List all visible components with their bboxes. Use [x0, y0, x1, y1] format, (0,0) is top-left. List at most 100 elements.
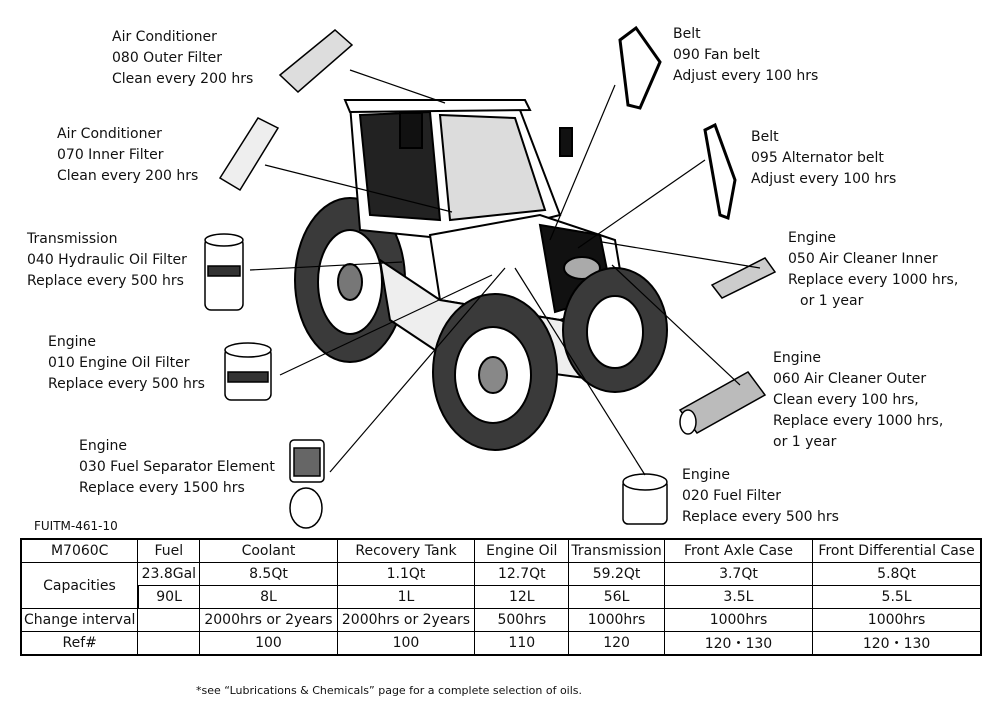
table-cell: 5.8Qt	[812, 562, 983, 586]
table-cell: 1.1Qt	[336, 562, 476, 586]
callout-category: Belt	[751, 129, 779, 145]
callout-part: 020 Fuel Filter	[682, 488, 781, 504]
callout-part: 060 Air Cleaner Outer	[773, 371, 927, 387]
callout-air-cleaner-inner: Engine 050 Air Cleaner Inner Replace eve…	[788, 228, 958, 312]
table-cell: 100	[199, 631, 338, 656]
callout-category: Belt	[673, 26, 701, 42]
callout-interval: Replace every 500 hrs	[48, 376, 205, 392]
part-alternator-belt-icon	[703, 122, 737, 221]
table-cell: 1L	[336, 585, 476, 609]
part-inner-filter-icon	[218, 117, 280, 192]
table-header-row: M7060C Fuel Coolant Recovery Tank Engine…	[20, 538, 983, 563]
table-cell: 5.5L	[812, 585, 983, 609]
callout-interval: Replace every 500 hrs	[682, 509, 839, 525]
part-fuel-filter-icon	[622, 473, 668, 525]
callout-interval-cont: or 1 year	[800, 293, 864, 309]
part-fan-belt-icon	[618, 25, 662, 110]
table-cell: 90L	[136, 585, 201, 609]
table-row-capacities-us: Capacities 23.8Gal 8.5Qt 1.1Qt 12.7Qt 59…	[20, 562, 983, 609]
callout-category: Engine	[79, 438, 127, 454]
callout-interval: Replace every 1500 hrs	[79, 480, 245, 496]
callout-interval: Adjust every 100 hrs	[673, 68, 819, 84]
row-label-capacities: Capacities	[20, 562, 139, 609]
callout-ac-inner-filter: Air Conditioner 070 Inner Filter Clean e…	[57, 124, 198, 187]
header-front-axle-case: Front Axle Case	[663, 538, 814, 563]
table-cell	[137, 631, 201, 656]
callout-interval-cont: Replace every 1000 hrs,	[773, 413, 944, 429]
table-cell: 12L	[474, 585, 570, 609]
header-fuel: Fuel	[137, 538, 201, 563]
table-cell	[137, 608, 201, 632]
table-cell: 23.8Gal	[137, 562, 201, 586]
table-cell: 120・130	[812, 631, 983, 656]
part-air-cleaner-inner-icon	[710, 257, 777, 299]
table-cell: 56L	[568, 585, 665, 609]
table-row-capacities-metric: 90L 8L 1L 12L 56L 3.5L 5.5L	[21, 585, 983, 609]
table-row-ref: Ref# 100 100 110 120 120・130 120・130	[20, 631, 983, 656]
table-cell: 1000hrs	[812, 608, 983, 632]
callout-air-cleaner-outer: Engine 060 Air Cleaner Outer Clean every…	[773, 348, 943, 453]
callout-category: Engine	[773, 350, 821, 366]
callout-category: Air Conditioner	[57, 126, 162, 142]
table-cell: 500hrs	[474, 608, 570, 632]
callout-part: 030 Fuel Separator Element	[79, 459, 275, 475]
footnote: *see “Lubrications & Chemicals” page for…	[196, 684, 583, 697]
table-cell: 120・130	[663, 631, 814, 656]
callout-fuel-filter: Engine 020 Fuel Filter Replace every 500…	[682, 465, 839, 528]
callout-interval: Replace every 500 hrs	[27, 273, 184, 289]
callout-ac-outer-filter: Air Conditioner 080 Outer Filter Clean e…	[112, 27, 253, 90]
table-cell: 1000hrs	[663, 608, 814, 632]
callout-part: 070 Inner Filter	[57, 147, 164, 163]
callout-alternator-belt: Belt 095 Alternator belt Adjust every 10…	[751, 127, 896, 190]
callout-interval: Clean every 100 hrs,	[773, 392, 919, 408]
table-row-change-interval: Change interval 2000hrs or 2years 2000hr…	[20, 608, 983, 632]
callout-category: Transmission	[27, 231, 118, 247]
callout-interval: Clean every 200 hrs	[112, 71, 254, 87]
table-cell: 59.2Qt	[568, 562, 665, 586]
table-cell: 1000hrs	[568, 608, 665, 632]
table-cell: 120	[568, 631, 665, 656]
table-cell: 2000hrs or 2years	[199, 608, 338, 632]
callout-interval-cont: or 1 year	[773, 434, 837, 450]
table-cell: 3.5L	[663, 585, 814, 609]
header-transmission: Transmission	[568, 538, 665, 563]
callout-engine-oil-filter: Engine 010 Engine Oil Filter Replace eve…	[48, 332, 205, 395]
callout-hydraulic-oil-filter: Transmission 040 Hydraulic Oil Filter Re…	[27, 229, 187, 292]
callout-part: 080 Outer Filter	[112, 50, 223, 66]
callout-interval: Clean every 200 hrs	[57, 168, 199, 184]
header-front-differential-case: Front Differential Case	[812, 538, 983, 563]
tractor-diagram	[204, 25, 777, 529]
callout-part: 095 Alternator belt	[751, 150, 884, 166]
part-hydraulic-filter-icon	[204, 233, 244, 311]
callout-part: 040 Hydraulic Oil Filter	[27, 252, 187, 268]
callout-interval: Adjust every 100 hrs	[751, 171, 897, 187]
callout-fuel-separator: Engine 030 Fuel Separator Element Replac…	[79, 436, 275, 499]
header-coolant: Coolant	[199, 538, 338, 563]
part-outer-filter-icon	[278, 29, 354, 94]
table-cell: 3.7Qt	[663, 562, 814, 586]
table-cell: 12.7Qt	[474, 562, 570, 586]
callout-category: Air Conditioner	[112, 29, 217, 45]
table-cell: 8.5Qt	[199, 562, 338, 586]
part-oil-filter-icon	[224, 342, 272, 401]
leader-lines	[249, 69, 761, 476]
header-recovery-tank: Recovery Tank	[336, 538, 476, 563]
callout-part: 050 Air Cleaner Inner	[788, 251, 938, 267]
header-model: M7060C	[20, 538, 139, 563]
callout-category: Engine	[48, 334, 96, 350]
row-label-ref: Ref#	[20, 631, 139, 656]
table-cell: 2000hrs or 2years	[336, 608, 476, 632]
callout-part: 090 Fan belt	[673, 47, 760, 63]
table-cell: 110	[474, 631, 570, 656]
tractor-illustration	[294, 99, 668, 451]
row-label-change-interval: Change interval	[20, 608, 139, 632]
capacities-table: M7060C Fuel Coolant Recovery Tank Engine…	[20, 538, 983, 656]
callout-part: 010 Engine Oil Filter	[48, 355, 190, 371]
table-cell: 100	[336, 631, 476, 656]
callout-category: Engine	[788, 230, 836, 246]
header-engine-oil: Engine Oil	[474, 538, 570, 563]
callout-fan-belt: Belt 090 Fan belt Adjust every 100 hrs	[673, 24, 818, 87]
callout-category: Engine	[682, 467, 730, 483]
callout-interval: Replace every 1000 hrs,	[788, 272, 959, 288]
part-air-cleaner-outer-icon	[678, 371, 767, 435]
